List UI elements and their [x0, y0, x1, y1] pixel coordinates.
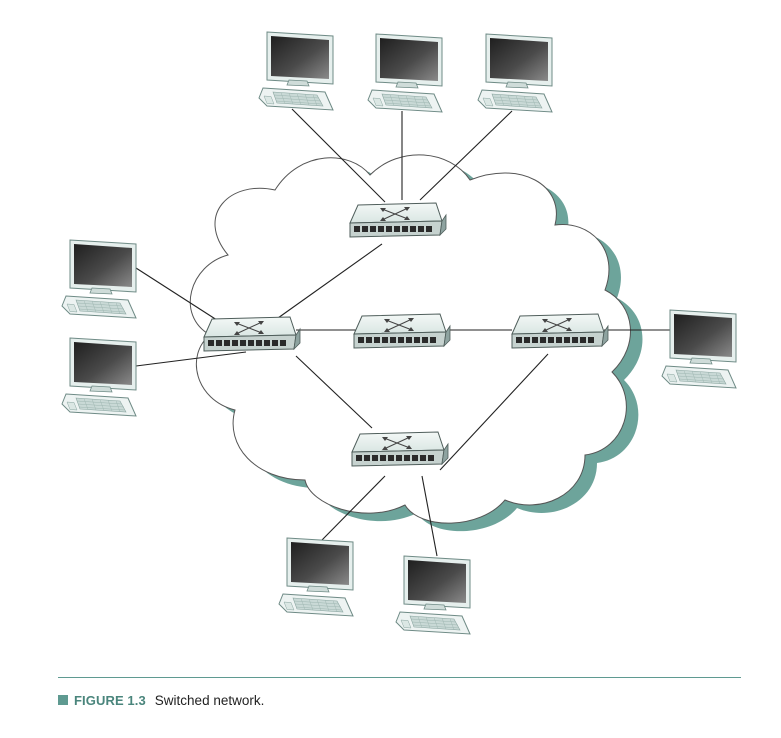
figure-label: FIGURE 1.3 — [74, 692, 146, 708]
computer-bottom-1 — [278, 537, 354, 617]
switched-network-diagram — [61, 31, 737, 635]
computer-bottom-2 — [395, 555, 471, 635]
switch-bottom — [351, 431, 449, 467]
network-links — [135, 108, 670, 557]
computer-top-3 — [477, 33, 553, 113]
link-computer-left-2-switch-left — [135, 351, 247, 367]
computer-left-1 — [61, 239, 137, 319]
computer-right-1 — [661, 309, 737, 389]
link-computer-left-1-switch-left — [135, 267, 221, 323]
link-switch-top-switch-left — [277, 243, 383, 319]
link-computer-top-1-switch-top — [291, 108, 386, 203]
computer-top-1 — [258, 31, 334, 111]
switch-right — [511, 313, 609, 349]
switch-top — [349, 202, 447, 238]
figure-caption-text: Switched network. — [154, 692, 265, 708]
link-switch-bottom-computer-bottom-1 — [321, 475, 386, 541]
link-switch-bottom-computer-bottom-2 — [421, 475, 438, 557]
link-switch-left-switch-bottom — [295, 355, 373, 429]
figure-caption: FIGURE 1.3 Switched network. — [58, 690, 264, 710]
switch-center — [353, 313, 451, 349]
caption-rule — [58, 677, 741, 678]
link-computer-top-3-switch-top — [419, 110, 513, 201]
computer-top-2 — [367, 33, 443, 113]
computer-left-2 — [61, 337, 137, 417]
switch-left — [203, 316, 301, 352]
link-switch-right-switch-bottom — [439, 353, 549, 471]
caption-square-icon — [58, 695, 68, 705]
